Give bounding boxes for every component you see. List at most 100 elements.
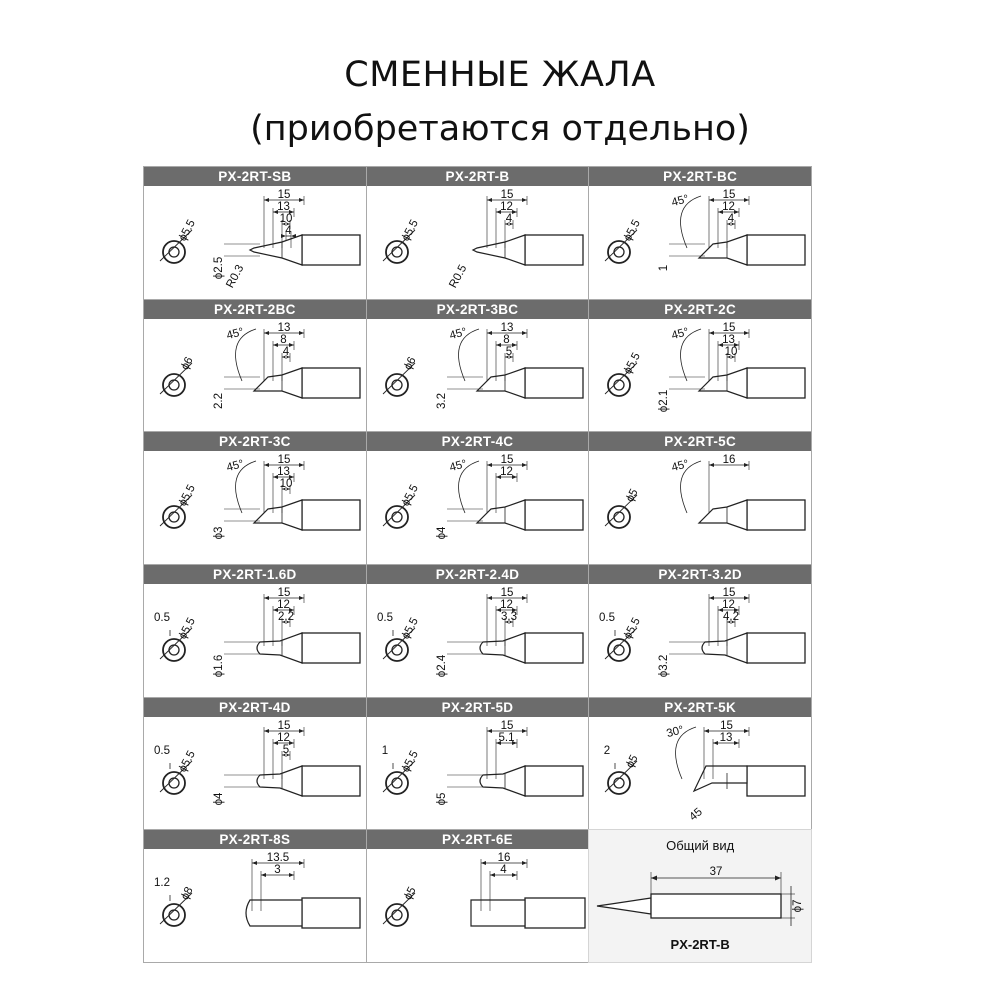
tip-model-label: PX-2RT-2C [589,299,811,319]
flat-label: 2 [604,745,610,757]
tip-shank [524,367,584,399]
end-view-inner [391,909,403,921]
tip-drawing: ϕ81.213.53 [154,852,361,929]
end-view-inner [168,511,180,523]
dimension-arrows [273,608,294,612]
angle-arc [680,328,702,381]
tip-model-label: PX-2RT-SB [144,167,366,186]
end-view-circle [384,240,409,264]
tip-shank [301,234,361,266]
end-view-circle [162,903,186,928]
dimension-arrows [282,620,290,624]
dimension-label: 4 [728,213,735,225]
tip-shank [301,765,361,797]
dimension-arrows [480,861,527,866]
flat-label: 0.5 [154,612,170,624]
tip-size-label: ϕ4 [213,792,225,805]
diameter-label: ϕ5.5 [622,616,643,641]
diameter-label: ϕ5 [402,885,419,902]
tip-shank [301,367,361,399]
tip-working-end [693,765,748,792]
dimension-label: 5.1 [498,732,514,744]
dimension-label: 4.2 [723,611,739,623]
end-view-inner [391,379,403,391]
diameter-label: ϕ5.5 [177,749,198,774]
dimension-label: 15 [278,189,291,201]
end-view-inner [168,246,180,258]
dimension-arrows [704,728,750,733]
dimension-label: 15 [278,720,291,732]
dimension-arrows [273,342,294,347]
end-view-inner [391,644,403,656]
tip-size-label: 3.2 [436,393,448,409]
tip-model-label: PX-2RT-5D [366,697,589,717]
angle-arc [675,726,697,779]
diameter-label: ϕ5.5 [399,218,420,243]
end-view-circle [162,638,186,662]
dimension-label: 12 [500,599,513,611]
dimension-label: 4 [500,864,507,876]
tip-working-end [248,234,303,266]
page-title: СМЕННЫЕ ЖАЛА [344,55,656,95]
dimension-arrows [282,752,290,757]
angle-arc [680,195,702,249]
end-view-inner [613,777,625,789]
dimension-label: 13 [277,201,290,213]
dimension-arrows [273,475,294,480]
dimension-label: 15 [278,587,291,599]
dimension-arrows [504,354,513,359]
end-view-circle [607,638,632,662]
dimension-label: 15 [500,189,513,201]
diameter-label: ϕ5.5 [399,749,420,774]
angle-arc [457,328,479,381]
tip-model-label: PX-2RT-3BC [366,299,589,319]
dimension-arrows [718,608,740,612]
tip-drawing: ϕ5 164 [382,852,586,929]
dimension-label: 15 [278,454,291,466]
tip-shank [301,897,361,929]
dimension-label: 10 [280,213,293,225]
diameter-label: ϕ5.5 [622,218,643,243]
dimension-label: 15 [500,587,513,599]
end-view-circle [607,505,632,530]
tip-model-label: PX-2RT-5C [589,432,811,452]
tip-model-label: PX-2RT-5K [589,697,811,717]
tip-shank [524,897,586,929]
tip-shank [746,367,806,399]
end-view-circle [384,903,409,928]
tip-model-label: PX-2RT-4D [144,697,366,717]
tip-shank [301,632,361,664]
end-view-circle [162,372,186,397]
dimension-label: 13.5 [267,852,289,864]
tip-shank [301,499,361,531]
dimension-arrows [504,620,513,624]
tip-shank [746,499,806,531]
diameter-label: ϕ5 [624,753,641,770]
dimension-label: 4 [285,225,292,237]
end-view-inner [168,379,180,391]
angle-label: 45° [225,326,245,342]
tip-working-end [697,234,748,266]
end-view-inner [613,511,625,523]
dimension-arrows [281,234,296,238]
end-view-inner [613,246,625,258]
dimension-arrows [282,222,290,226]
dimension-label: 16 [497,852,510,864]
